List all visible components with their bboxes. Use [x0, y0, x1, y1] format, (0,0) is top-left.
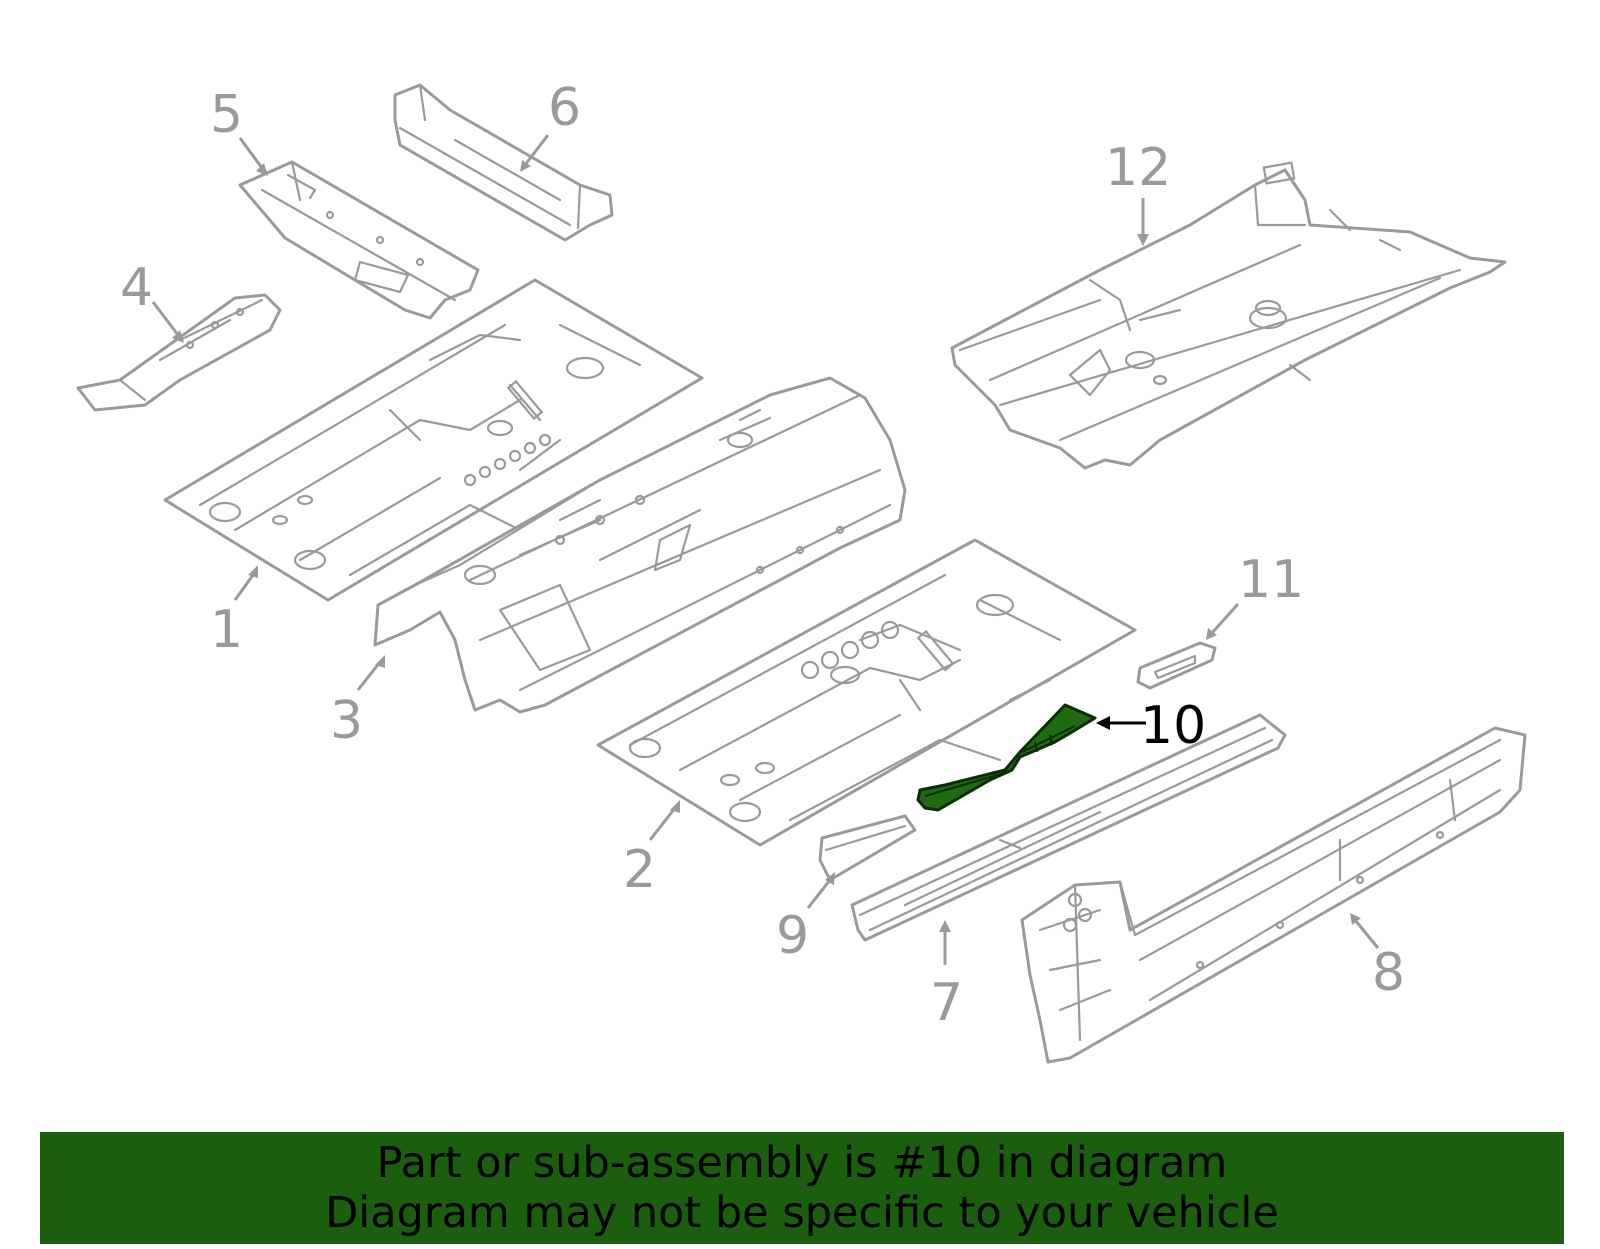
- callout-6: 6: [548, 78, 581, 138]
- part-11-patch: [1136, 641, 1217, 690]
- part-4-bracket: [76, 293, 282, 412]
- callout-3: 3: [330, 691, 363, 751]
- callout-5: 5: [210, 85, 243, 145]
- callout-leaders: [151, 134, 1380, 965]
- part-2-rear-floor-pan: [596, 538, 1137, 847]
- callout-11: 11: [1238, 550, 1304, 610]
- part-1-front-floor-pan: [163, 278, 704, 602]
- info-banner: Part or sub-assembly is #10 in diagram D…: [40, 1132, 1564, 1244]
- callout-1: 1: [210, 600, 243, 660]
- callout-12: 12: [1105, 138, 1171, 198]
- part-10-highlighted-bracket: [916, 703, 1097, 812]
- banner-line-part-number: Part or sub-assembly is #10 in diagram: [376, 1138, 1228, 1188]
- part-5-cross-member: [238, 160, 480, 320]
- parts-diagram: 1 2 3 4 5 6 7 8 9 10 11 12: [76, 78, 1527, 1064]
- part-7-inner-sill: [850, 713, 1287, 942]
- part-9-reinforcement: [818, 814, 917, 882]
- callout-7: 7: [930, 973, 963, 1033]
- part-8-outer-rocker: [1020, 726, 1527, 1064]
- callout-9: 9: [776, 906, 809, 966]
- part-6-cowl-member: [393, 83, 614, 242]
- callout-8: 8: [1372, 943, 1405, 1003]
- callout-4: 4: [120, 258, 153, 318]
- callout-2: 2: [623, 840, 656, 900]
- part-12-rear-floor-assembly: [950, 161, 1507, 470]
- callout-10-highlighted: 10: [1140, 696, 1206, 756]
- part-3-center-tunnel: [373, 376, 907, 714]
- banner-line-disclaimer: Diagram may not be specific to your vehi…: [325, 1188, 1279, 1238]
- callout-numbers: 1 2 3 4 5 6 7 8 9 10 11 12: [120, 78, 1405, 1033]
